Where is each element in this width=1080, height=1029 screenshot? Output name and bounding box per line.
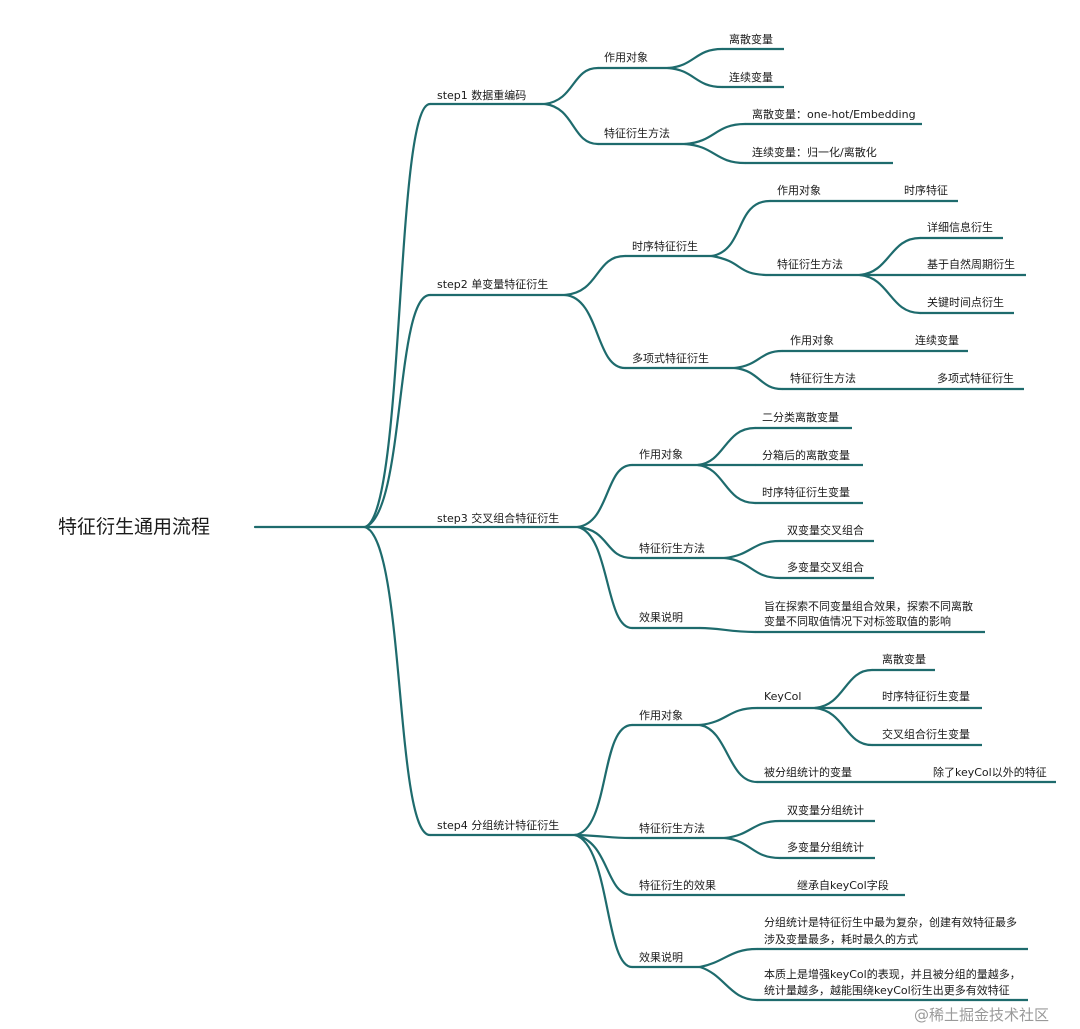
- step3-target-item-timeseries: 时序特征衍生变量: [762, 485, 850, 499]
- step3-method-item-multi: 多变量交叉组合: [787, 560, 864, 574]
- step2-ts-method[interactable]: 特征衍生方法 详细信息衍生 基于自然周期衍生 关键时间点衍生: [770, 220, 1026, 315]
- step1-target-item-discrete: 离散变量: [729, 32, 773, 46]
- step4-title: step4 分组统计特征衍生: [437, 818, 559, 832]
- step4-keycol-item-timeseries: 时序特征衍生变量: [882, 689, 970, 703]
- step2-poly-method-label: 特征衍生方法: [790, 371, 856, 385]
- step4-result-label: 特征衍生的效果: [639, 878, 716, 892]
- step4-keycol-label: KeyCol: [764, 690, 801, 703]
- root-connectors: [253, 102, 432, 837]
- step3-title: step3 交叉组合特征衍生: [437, 511, 559, 525]
- step4-effect-block2-line1: 本质上是增强keyCol的表现，并且被分组的量越多，: [764, 967, 1021, 981]
- step2-timeseries-node[interactable]: 时序特征衍生 作用对象 时序特征 特征衍生方法 详细信息衍生 基于自然周期衍生 …: [625, 183, 1026, 315]
- step3-method-label: 特征衍生方法: [639, 541, 705, 555]
- step1-branch[interactable]: step1 数据重编码 作用对象 离散变量 连续变量 特征衍生方法 离散变量：o…: [430, 32, 922, 165]
- step4-grouped-label: 被分组统计的变量: [764, 765, 852, 779]
- step4-branch[interactable]: step4 分组统计特征衍生 作用对象 KeyCol 离散变量 时序特征衍生变量…: [430, 652, 1056, 1002]
- step3-effect-node[interactable]: 效果说明 旨在探索不同变量组合效果，探索不同离散 变量不同取值情况下对标签取值的…: [632, 599, 985, 634]
- root-node[interactable]: 特征衍生通用流程: [58, 516, 210, 538]
- step4-grouped-node[interactable]: 被分组统计的变量 除了keyCol以外的特征: [757, 765, 1056, 784]
- step2-ts-method-item-detail: 详细信息衍生: [927, 220, 993, 234]
- step4-effect-label: 效果说明: [639, 950, 683, 964]
- step2-title: step2 单变量特征衍生: [437, 277, 548, 291]
- step4-result-value: 继承自keyCol字段: [797, 878, 889, 892]
- step2-ts-target[interactable]: 作用对象 时序特征: [770, 183, 958, 203]
- step3-method-node[interactable]: 特征衍生方法 双变量交叉组合 多变量交叉组合: [632, 523, 874, 580]
- step2-ts-target-label: 作用对象: [777, 183, 821, 197]
- step1-title: step1 数据重编码: [437, 88, 526, 102]
- step2-ts-target-value: 时序特征: [904, 183, 948, 197]
- step3-target-item-binned: 分箱后的离散变量: [762, 448, 850, 462]
- step1-method-item-onehot: 离散变量：one-hot/Embedding: [752, 107, 916, 121]
- step2-ts-method-item-natural-cycle: 基于自然周期衍生: [927, 257, 1015, 271]
- step2-poly-node[interactable]: 多项式特征衍生 作用对象 连续变量 特征衍生方法 多项式特征衍生: [625, 333, 1024, 391]
- step4-keycol-item-discrete: 离散变量: [882, 652, 926, 666]
- root-label: 特征衍生通用流程: [58, 516, 210, 538]
- watermark: @稀土掘金技术社区: [914, 1006, 1049, 1024]
- step4-target-node[interactable]: 作用对象 KeyCol 离散变量 时序特征衍生变量 交叉组合衍生变量 被分组统计…: [632, 652, 1056, 784]
- step1-target-item-continuous: 连续变量: [729, 70, 773, 84]
- step2-timeseries-label: 时序特征衍生: [632, 239, 698, 253]
- step4-method-item-multi: 多变量分组统计: [787, 840, 864, 854]
- step3-effect-label: 效果说明: [639, 610, 683, 624]
- step2-ts-method-label: 特征衍生方法: [777, 257, 843, 271]
- step4-target-label: 作用对象: [639, 708, 683, 722]
- step3-method-item-two: 双变量交叉组合: [787, 523, 864, 537]
- step2-poly-label: 多项式特征衍生: [632, 351, 709, 365]
- step2-poly-method[interactable]: 特征衍生方法 多项式特征衍生: [782, 371, 1024, 391]
- step2-poly-target-value: 连续变量: [915, 333, 959, 347]
- step2-branch[interactable]: step2 单变量特征衍生 时序特征衍生 作用对象 时序特征 特征衍生方法 详细…: [430, 183, 1026, 391]
- step4-result-node[interactable]: 特征衍生的效果 继承自keyCol字段: [632, 878, 905, 897]
- step4-method-label: 特征衍生方法: [639, 821, 705, 835]
- step4-effect-block2-line2: 统计量越多，越能围绕keyCol衍生出更多有效特征: [764, 983, 1010, 997]
- step3-branch[interactable]: step3 交叉组合特征衍生 作用对象 二分类离散变量 分箱后的离散变量 时序特…: [430, 410, 985, 634]
- step1-method-label: 特征衍生方法: [604, 126, 670, 140]
- step3-effect-line2: 变量不同取值情况下对标签取值的影响: [764, 614, 951, 628]
- step4-keycol-node[interactable]: KeyCol 离散变量 时序特征衍生变量 交叉组合衍生变量: [757, 652, 982, 747]
- step4-keycol-item-cross: 交叉组合衍生变量: [882, 727, 970, 741]
- step2-poly-method-value: 多项式特征衍生: [937, 371, 1014, 385]
- step1-method-node[interactable]: 特征衍生方法 离散变量：one-hot/Embedding 连续变量：归一化/离…: [598, 107, 922, 165]
- step3-target-label: 作用对象: [639, 447, 683, 461]
- step3-target-item-binary: 二分类离散变量: [762, 410, 839, 424]
- step1-target-label: 作用对象: [604, 50, 648, 64]
- step4-method-item-two: 双变量分组统计: [787, 803, 864, 817]
- step4-effect-block1-line1: 分组统计是特征衍生中最为复杂，创建有效特征最多: [764, 915, 1017, 929]
- step3-target-node[interactable]: 作用对象 二分类离散变量 分箱后的离散变量 时序特征衍生变量: [632, 410, 863, 505]
- step2-ts-method-item-key-time: 关键时间点衍生: [927, 295, 1004, 309]
- step4-method-node[interactable]: 特征衍生方法 双变量分组统计 多变量分组统计: [632, 803, 875, 860]
- step1-method-item-normalize: 连续变量：归一化/离散化: [752, 145, 877, 159]
- step1-target-node[interactable]: 作用对象 离散变量 连续变量: [598, 32, 784, 89]
- step4-effect-node[interactable]: 效果说明 分组统计是特征衍生中最为复杂，创建有效特征最多 涉及变量最多，耗时最久…: [632, 915, 1028, 1002]
- step4-effect-block1-line2: 涉及变量最多，耗时最久的方式: [764, 932, 918, 946]
- step3-effect-line1: 旨在探索不同变量组合效果，探索不同离散: [764, 599, 973, 613]
- step2-poly-target-label: 作用对象: [790, 333, 834, 347]
- step4-grouped-value: 除了keyCol以外的特征: [933, 765, 1047, 779]
- step2-poly-target[interactable]: 作用对象 连续变量: [782, 333, 968, 353]
